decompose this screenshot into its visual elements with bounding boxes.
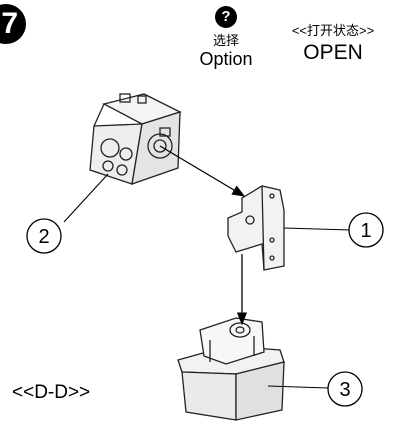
- leader-line-2: [63, 173, 109, 223]
- option-label-cn: 选择: [212, 33, 239, 48]
- state-label-cn: <<打开状态>>: [291, 23, 375, 38]
- callout-3: 3: [327, 371, 363, 407]
- option-indicator: ? 选择 Option: [184, 6, 268, 69]
- state-label-en: OPEN: [303, 41, 363, 64]
- callout-2: 2: [26, 218, 62, 254]
- question-icon: ?: [215, 6, 237, 28]
- callout-2-number: 2: [38, 226, 49, 248]
- assembly-arrow-2-to-1: [159, 145, 246, 197]
- state-indicator: <<打开状态>> OPEN: [266, 20, 400, 65]
- option-label-en: Option: [199, 49, 253, 69]
- leader-line-3: [267, 385, 329, 389]
- gearbox-housing: [89, 93, 182, 185]
- leader-line-1: [283, 227, 351, 231]
- base-enclosure: [177, 317, 285, 421]
- adapter-block: [227, 185, 285, 271]
- section-view-label: <<D-D>>: [12, 382, 91, 403]
- callout-1: 1: [348, 212, 384, 248]
- callout-3-number: 3: [339, 379, 350, 401]
- step-number-badge: 7: [0, 4, 26, 44]
- callout-1-number: 1: [360, 220, 371, 242]
